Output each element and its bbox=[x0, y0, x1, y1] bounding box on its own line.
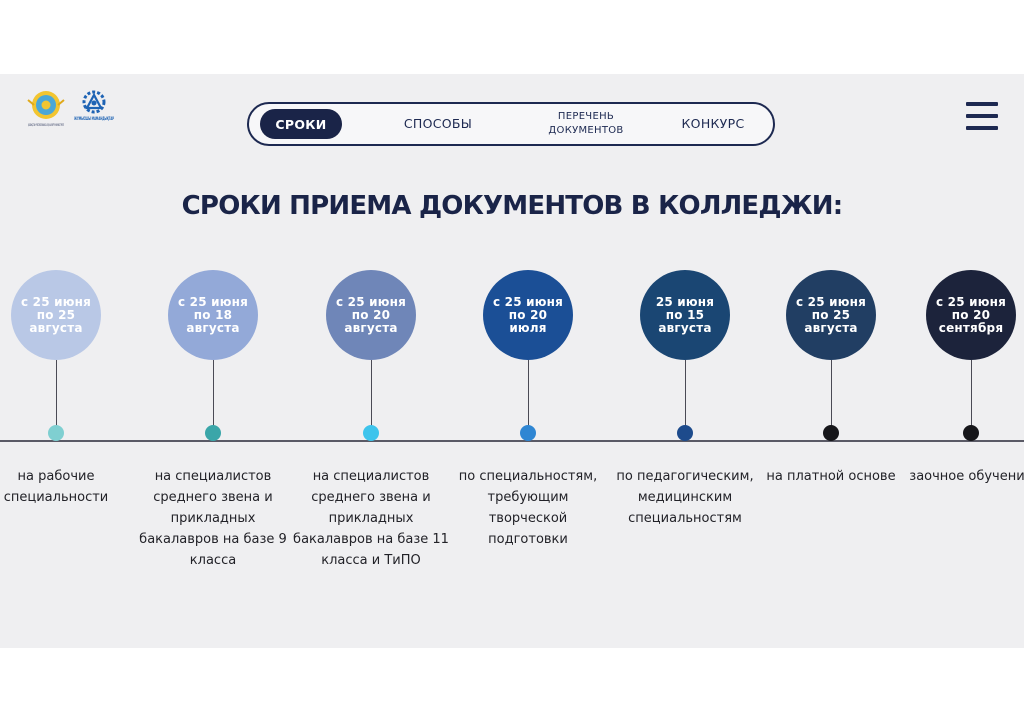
nav-tab-perechen-dokumentov[interactable]: ПЕРЕЧЕНЬ ДОКУМЕНТОВ bbox=[548, 110, 624, 136]
slide: ҚАЗАҚСТАН РЕСПУБЛИКАСЫ ОҚУ-АҒАРТУ МИНИСТ… bbox=[0, 74, 1024, 648]
hamburger-menu-icon[interactable] bbox=[966, 102, 1000, 130]
date-circle: с 25 июня по 18 августа bbox=[168, 270, 258, 360]
admission-category: на специалистов среднего звена и приклад… bbox=[293, 469, 449, 568]
admission-category: по специальностям, требующим творческой … bbox=[458, 469, 598, 547]
date-range: с 25 июня по 25 августа bbox=[20, 294, 92, 335]
admission-category: заочное обучение bbox=[909, 469, 1024, 484]
timeline-dot bbox=[963, 425, 979, 441]
date-circle: с 25 июня по 20 августа bbox=[326, 270, 416, 360]
svg-text:ЖҰМЫСШЫ МАМАНДЫҚТАР: ЖҰМЫСШЫ МАМАНДЫҚТАР bbox=[74, 116, 114, 121]
admission-category: на специалистов среднего звена и приклад… bbox=[139, 469, 287, 568]
date-range: с 25 июня по 25 августа bbox=[795, 294, 867, 335]
admission-category: на платной основе bbox=[766, 469, 896, 484]
date-range: с 25 июня по 20 августа bbox=[335, 294, 407, 335]
nav-tab-konkurs[interactable]: КОНКУРС bbox=[681, 116, 745, 131]
timeline-stem bbox=[370, 360, 372, 426]
section-nav: СРОКИ СПОСОБЫ ПЕРЕЧЕНЬ ДОКУМЕНТОВ КОНКУР… bbox=[247, 102, 775, 146]
svg-text:ҚАЗАҚСТАН РЕСПУБЛИКАСЫ ОҚУ-АҒА: ҚАЗАҚСТАН РЕСПУБЛИКАСЫ ОҚУ-АҒАРТУ МИНИСТ… bbox=[28, 123, 64, 127]
timeline-dot bbox=[823, 425, 839, 441]
timeline-dot bbox=[48, 425, 64, 441]
date-circle: с 25 июня по 25 августа bbox=[786, 270, 876, 360]
admission-category: по педагогическим, медицинским специальн… bbox=[616, 469, 754, 526]
timeline-dot bbox=[363, 425, 379, 441]
timeline-stem bbox=[830, 360, 832, 426]
page-title: СРОКИ ПРИЕМА ДОКУМЕНТОВ В КОЛЛЕДЖИ: bbox=[181, 191, 843, 221]
menu-bar bbox=[966, 126, 998, 130]
menu-bar bbox=[966, 102, 998, 106]
date-range: с 25 июня по 20 сентября bbox=[935, 294, 1007, 335]
timeline-stem bbox=[684, 360, 686, 426]
date-circle: 25 июня по 15 августа bbox=[640, 270, 730, 360]
timeline-dot bbox=[205, 425, 221, 441]
timeline-dot bbox=[520, 425, 536, 441]
menu-bar bbox=[966, 114, 998, 118]
date-range: с 25 июня по 18 августа bbox=[177, 294, 249, 335]
timeline-stem bbox=[55, 360, 57, 426]
date-circle: с 25 июня по 20 июля bbox=[483, 270, 573, 360]
nav-tab-sroki[interactable]: СРОКИ bbox=[260, 109, 342, 139]
date-range: с 25 июня по 20 июля bbox=[492, 294, 564, 335]
ministry-emblem-logo: ҚАЗАҚСТАН РЕСПУБЛИКАСЫ ОҚУ-АҒАРТУ МИНИСТ… bbox=[26, 88, 66, 136]
working-professions-logo: ЖҰМЫСШЫ МАМАНДЫҚТАР bbox=[72, 88, 116, 136]
timeline-stem bbox=[212, 360, 214, 426]
timeline-stem bbox=[527, 360, 529, 426]
nav-tab-sposoby[interactable]: СПОСОБЫ bbox=[403, 116, 473, 131]
date-circle: с 25 июня по 20 сентября bbox=[926, 270, 1016, 360]
timeline-stem bbox=[970, 360, 972, 426]
timeline-dot bbox=[677, 425, 693, 441]
date-range: 25 июня по 15 августа bbox=[655, 294, 715, 335]
admission-category: на рабочие специальности bbox=[3, 469, 109, 505]
timeline-axis bbox=[0, 440, 1024, 442]
date-circle: с 25 июня по 25 августа bbox=[11, 270, 101, 360]
